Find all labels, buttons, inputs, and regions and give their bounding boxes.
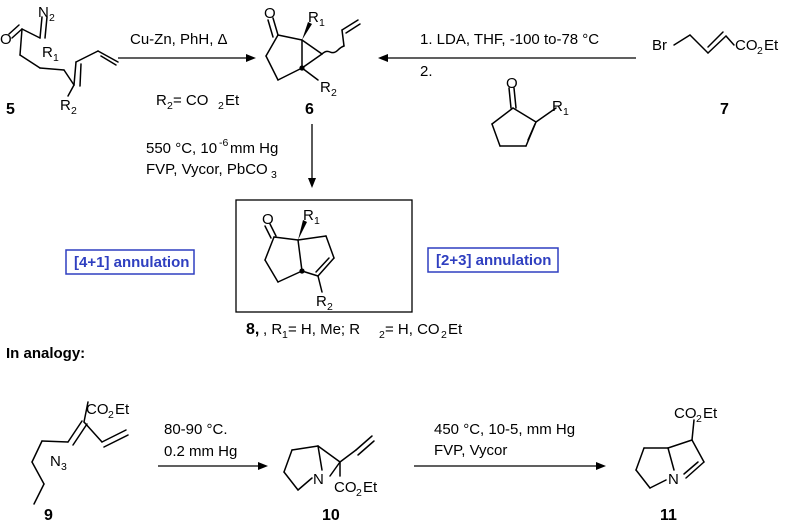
subscript: 1 (314, 215, 320, 227)
atom-o: O (506, 75, 518, 92)
compound-8-box (235, 199, 413, 313)
atom-co: CO (334, 479, 357, 496)
atom-n: N (668, 471, 679, 488)
condition-text: mm Hg (230, 140, 278, 157)
atom-co: CO (735, 37, 758, 54)
condition-text: = CO (173, 92, 208, 109)
condition-text: Et (225, 92, 240, 109)
arrow-head (308, 178, 316, 188)
atom-et: Et (363, 479, 378, 496)
cyclopentenone-reagent-structure (491, 87, 557, 147)
compound-label-5: 5 (6, 101, 15, 118)
subscript: 2 (331, 87, 337, 99)
atom-r2: R (320, 79, 331, 96)
subscript: 2 (108, 409, 114, 421)
compound-9-structure (31, 401, 129, 505)
annulation-41-box (65, 249, 195, 275)
caption-text: , R (263, 321, 282, 338)
superscript: -6 (219, 137, 228, 149)
subscript: 2 (696, 413, 702, 425)
atom-n: N (38, 4, 49, 21)
atom-r1: R (308, 9, 319, 26)
subscript: 3 (271, 169, 277, 181)
condition-text: 80-90 °C. (164, 421, 228, 438)
arrow-head (246, 54, 256, 62)
annulation-23-label: [2+3] annulation (436, 252, 551, 269)
subscript: 2 (218, 100, 224, 112)
subscript: 1 (53, 52, 59, 64)
compound-label-11: 11 (660, 507, 677, 524)
atom-r2: R (60, 97, 71, 114)
compound-label-9: 9 (44, 507, 53, 524)
atom-r1: R (303, 207, 314, 224)
condition-text: 450 °C, 10-5, mm Hg (434, 421, 575, 438)
condition-text: 0.2 mm Hg (164, 443, 237, 460)
subscript: 2 (379, 329, 385, 341)
condition-text: 2. (420, 63, 433, 80)
atom-o: O (264, 5, 276, 22)
compound-label-8: 8, (246, 321, 259, 338)
atom-et: Et (115, 401, 130, 418)
compound-label-7: 7 (720, 101, 729, 118)
atom-co: CO (674, 405, 697, 422)
subscript: 1 (319, 17, 325, 29)
condition-text: FVP, Vycor, PbCO (146, 161, 268, 178)
compound-label-10: 10 (322, 507, 340, 524)
annulation-41-label: [4+1] annulation (74, 254, 189, 271)
subscript: 2 (356, 487, 362, 499)
subscript: 2 (327, 301, 333, 313)
atom-r2: R (316, 293, 327, 310)
compound-label-6: 6 (305, 101, 314, 118)
subscript: 3 (61, 461, 67, 473)
compound-11-structure (635, 419, 705, 489)
atom-r2: R (156, 92, 167, 109)
compound-7-structure (673, 31, 735, 54)
subscript: 2 (71, 105, 77, 117)
compound-5-structure (8, 16, 119, 97)
compound-10-structure (283, 435, 375, 491)
subscript: 2 (441, 329, 447, 341)
caption-text: = H, CO (385, 321, 440, 338)
subscript: 2 (49, 12, 55, 24)
atom-et: Et (764, 37, 779, 54)
atom-br: Br (652, 37, 667, 54)
arrow-head (596, 462, 606, 470)
atom-o: O (262, 211, 274, 228)
section-heading: In analogy: (6, 345, 85, 362)
atom-et: Et (703, 405, 718, 422)
condition-text: 1. LDA, THF, -100 to-78 °C (420, 31, 599, 48)
atom-n: N (50, 453, 61, 470)
atom-r1: R (552, 98, 563, 115)
atom-n: N (313, 471, 324, 488)
subscript: 2 (167, 100, 173, 112)
compound-6-structure (265, 17, 361, 81)
caption-text: = H, Me; R (288, 321, 360, 338)
subscript: 1 (282, 329, 288, 341)
subscript: 1 (563, 106, 569, 118)
arrow-head (258, 462, 268, 470)
condition-text: FVP, Vycor (434, 442, 507, 459)
subscript: 2 (757, 45, 763, 57)
atom-r1: R (42, 44, 53, 61)
condition-text: Cu-Zn, PhH, Δ (130, 31, 228, 48)
condition-text: 550 °C, 10 (146, 140, 217, 157)
atom-o: O (0, 31, 12, 48)
compound-8-structure (264, 220, 335, 293)
arrow-head (378, 54, 388, 62)
atom-co: CO (86, 401, 109, 418)
annulation-23-box (427, 247, 559, 273)
caption-text: Et (448, 321, 463, 338)
